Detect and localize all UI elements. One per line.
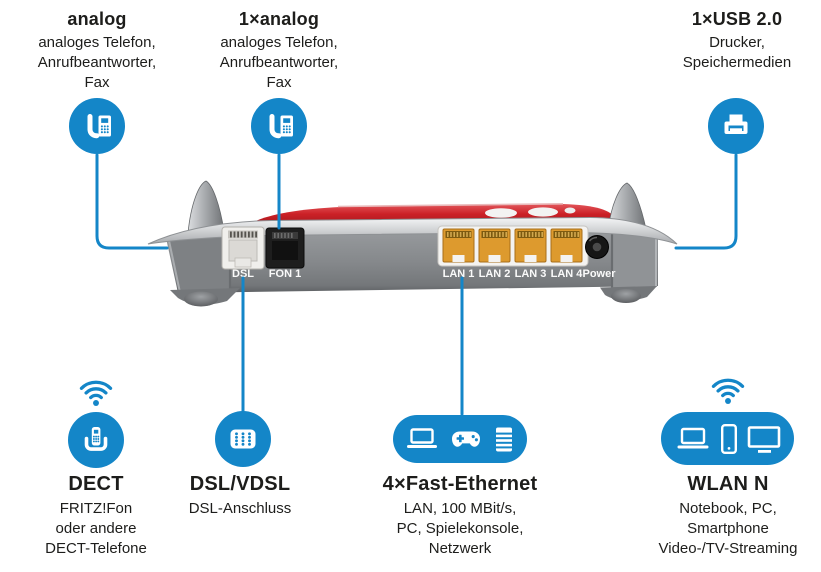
port-label-dsl: DSL [232, 268, 254, 280]
dsl-badge [215, 411, 271, 467]
connector-usb-right [674, 153, 738, 250]
right-fin [607, 182, 647, 232]
callout-ethernet-description: LAN, 100 MBit/s, PC, Spielekonsole, Netz… [396, 500, 524, 557]
laptop-icon [677, 427, 708, 448]
server-icon [496, 427, 512, 451]
callout-dsl: DSL/VDSL DSL-Anschluss [125, 472, 355, 519]
port-label-lan4: LAN 4 [551, 268, 584, 280]
top-button [485, 208, 517, 218]
dect-badge [68, 412, 124, 468]
router-top-red-surface [250, 203, 615, 224]
connector-analog-left [95, 153, 169, 250]
router-body [166, 226, 658, 307]
callout-usb-description: Drucker, Speichermedien [682, 34, 792, 71]
port-label-lan3: LAN 3 [515, 268, 547, 280]
callout-analog: analog analoges Telefon, Anrufbeantworte… [0, 8, 212, 93]
callout-wlan-description: Notebook, PC, Smartphone Video-/TV-Strea… [658, 500, 798, 557]
dsl-jack-icon [230, 429, 256, 449]
dect-handset-icon [84, 427, 108, 451]
router-top-lip [147, 216, 678, 245]
analog-phone-badge-2 [251, 98, 307, 154]
usb-printer-badge [708, 98, 764, 154]
left-fin [187, 180, 225, 234]
callout-1x-analog: 1×analog analoges Telefon, Anrufbeantwor… [164, 8, 394, 93]
callout-dect-description: FRITZ!Fon oder andere DECT-Telefone [45, 500, 147, 557]
callout-analog-title: analog [67, 9, 127, 29]
gamepad-icon [452, 431, 480, 447]
ethernet-badge [393, 415, 527, 463]
callout-ethernet-title: 4×Fast-Ethernet [382, 473, 538, 495]
printer-icon [724, 114, 748, 134]
callout-dsl-description: DSL-Anschluss [188, 500, 292, 517]
top-button [528, 207, 558, 217]
corded-phone-icon [87, 114, 111, 139]
callout-1x-analog-description: analoges Telefon, Anrufbeantworter, Fax [219, 34, 339, 91]
wifi-waves-icon [700, 376, 756, 406]
wlan-badge [661, 412, 794, 465]
callout-analog-description: analoges Telefon, Anrufbeantworter, Fax [37, 34, 157, 91]
callout-dect: DECT FRITZ!Fon oder andere DECT-Telefone [0, 472, 211, 559]
top-vent [564, 207, 576, 214]
power-jack [585, 235, 609, 259]
analog-phone-badge [69, 98, 125, 154]
callout-wlan: WLAN N Notebook, PC, Smartphone Video-/T… [613, 472, 821, 559]
dsl-port [221, 226, 265, 270]
smartphone-icon [720, 423, 737, 454]
port-label-lan2: LAN 2 [479, 268, 511, 280]
callout-usb: 1×USB 2.0 Drucker, Speichermedien [622, 8, 821, 73]
callout-wlan-title: WLAN N [687, 473, 769, 495]
port-label-power: Power [582, 268, 616, 280]
callout-usb-title: 1×USB 2.0 [691, 9, 783, 29]
port-label-lan1: LAN 1 [443, 268, 475, 280]
laptop-icon [407, 428, 437, 448]
corded-phone-icon [269, 114, 293, 139]
lan-ports [437, 225, 589, 267]
tv-icon [747, 425, 780, 453]
wifi-waves-icon [68, 378, 124, 408]
callout-dsl-title: DSL/VDSL [189, 473, 291, 495]
callout-dect-title: DECT [68, 473, 124, 495]
callout-1x-analog-title: 1×analog [238, 9, 320, 29]
port-label-fon1: FON 1 [269, 268, 301, 280]
fon1-port [265, 227, 305, 269]
callout-ethernet: 4×Fast-Ethernet LAN, 100 MBit/s, PC, Spi… [345, 472, 575, 559]
